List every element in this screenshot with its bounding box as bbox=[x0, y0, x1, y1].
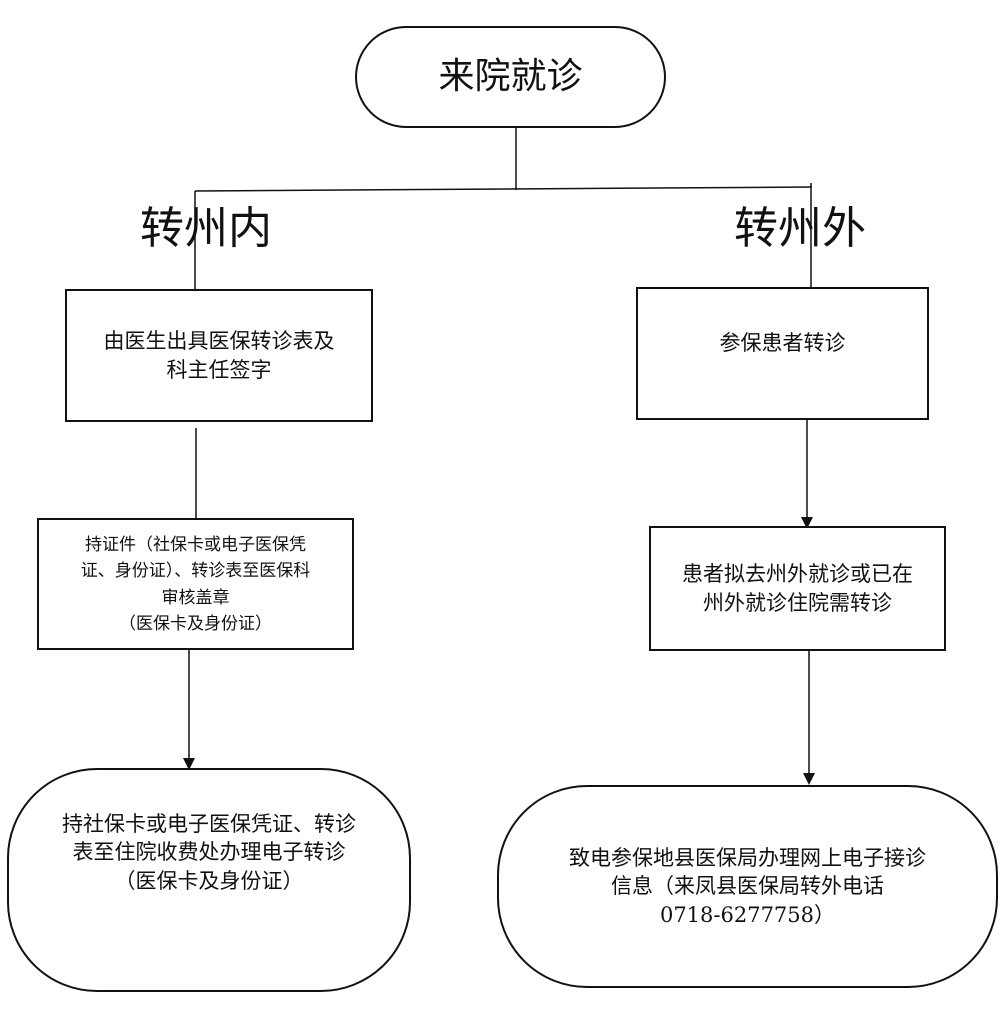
left-end-line1: 持社保卡或电子医保凭证、转诊 bbox=[62, 812, 356, 836]
right-end-line2: 信息（来凤县医保局转外电话 bbox=[611, 874, 884, 899]
left-step1-line2: 科主任签字 bbox=[166, 357, 272, 382]
left-step1-line1: 由医生出具医保转诊表及 bbox=[103, 329, 335, 354]
right-step2-box: 患者拟去州外就诊或已在 州外就诊住院需转诊 bbox=[649, 526, 946, 651]
left-end-line3: （医保卡及身份证） bbox=[114, 868, 304, 893]
left-step2-line3: 审核盖章 bbox=[161, 587, 230, 608]
start-node: 来院就诊 bbox=[355, 26, 666, 128]
left-end-line2: 表至住院收费处办理电子转诊 bbox=[72, 840, 346, 865]
right-step2-line1: 患者拟去州外就诊或已在 bbox=[682, 562, 913, 587]
right-step1-box: 参保患者转诊 bbox=[636, 287, 929, 420]
left-step2-line1: 持证件（社保卡或电子医保凭 bbox=[85, 535, 306, 555]
branch-label-right: 转州外 bbox=[734, 203, 866, 254]
start-label: 来院就诊 bbox=[438, 55, 583, 97]
left-step2-box: 持证件（社保卡或电子医保凭 证、身份证）、转诊表至医保科 审核盖章 （医保卡及身… bbox=[37, 518, 354, 650]
right-end-line3: 0718-6277758） bbox=[659, 902, 836, 927]
left-step1-box: 由医生出具医保转诊表及 科主任签字 bbox=[65, 289, 373, 422]
right-end-line1: 致电参保地县医保局办理网上电子接诊 bbox=[569, 845, 926, 870]
right-end-node: 致电参保地县医保局办理网上电子接诊 信息（来凤县医保局转外电话 0718-627… bbox=[497, 785, 998, 988]
right-step1-line1: 参保患者转诊 bbox=[719, 331, 846, 355]
left-step2-line2: 证、身份证）、转诊表至医保科 bbox=[80, 561, 311, 582]
branch-label-left: 转州内 bbox=[140, 203, 272, 254]
left-step2-line4: （医保卡及身份证） bbox=[119, 614, 272, 635]
right-step2-line2: 州外就诊住院需转诊 bbox=[703, 590, 892, 615]
left-end-node: 持社保卡或电子医保凭证、转诊 表至住院收费处办理电子转诊 （医保卡及身份证） bbox=[7, 768, 411, 992]
split-bar bbox=[194, 186, 813, 192]
